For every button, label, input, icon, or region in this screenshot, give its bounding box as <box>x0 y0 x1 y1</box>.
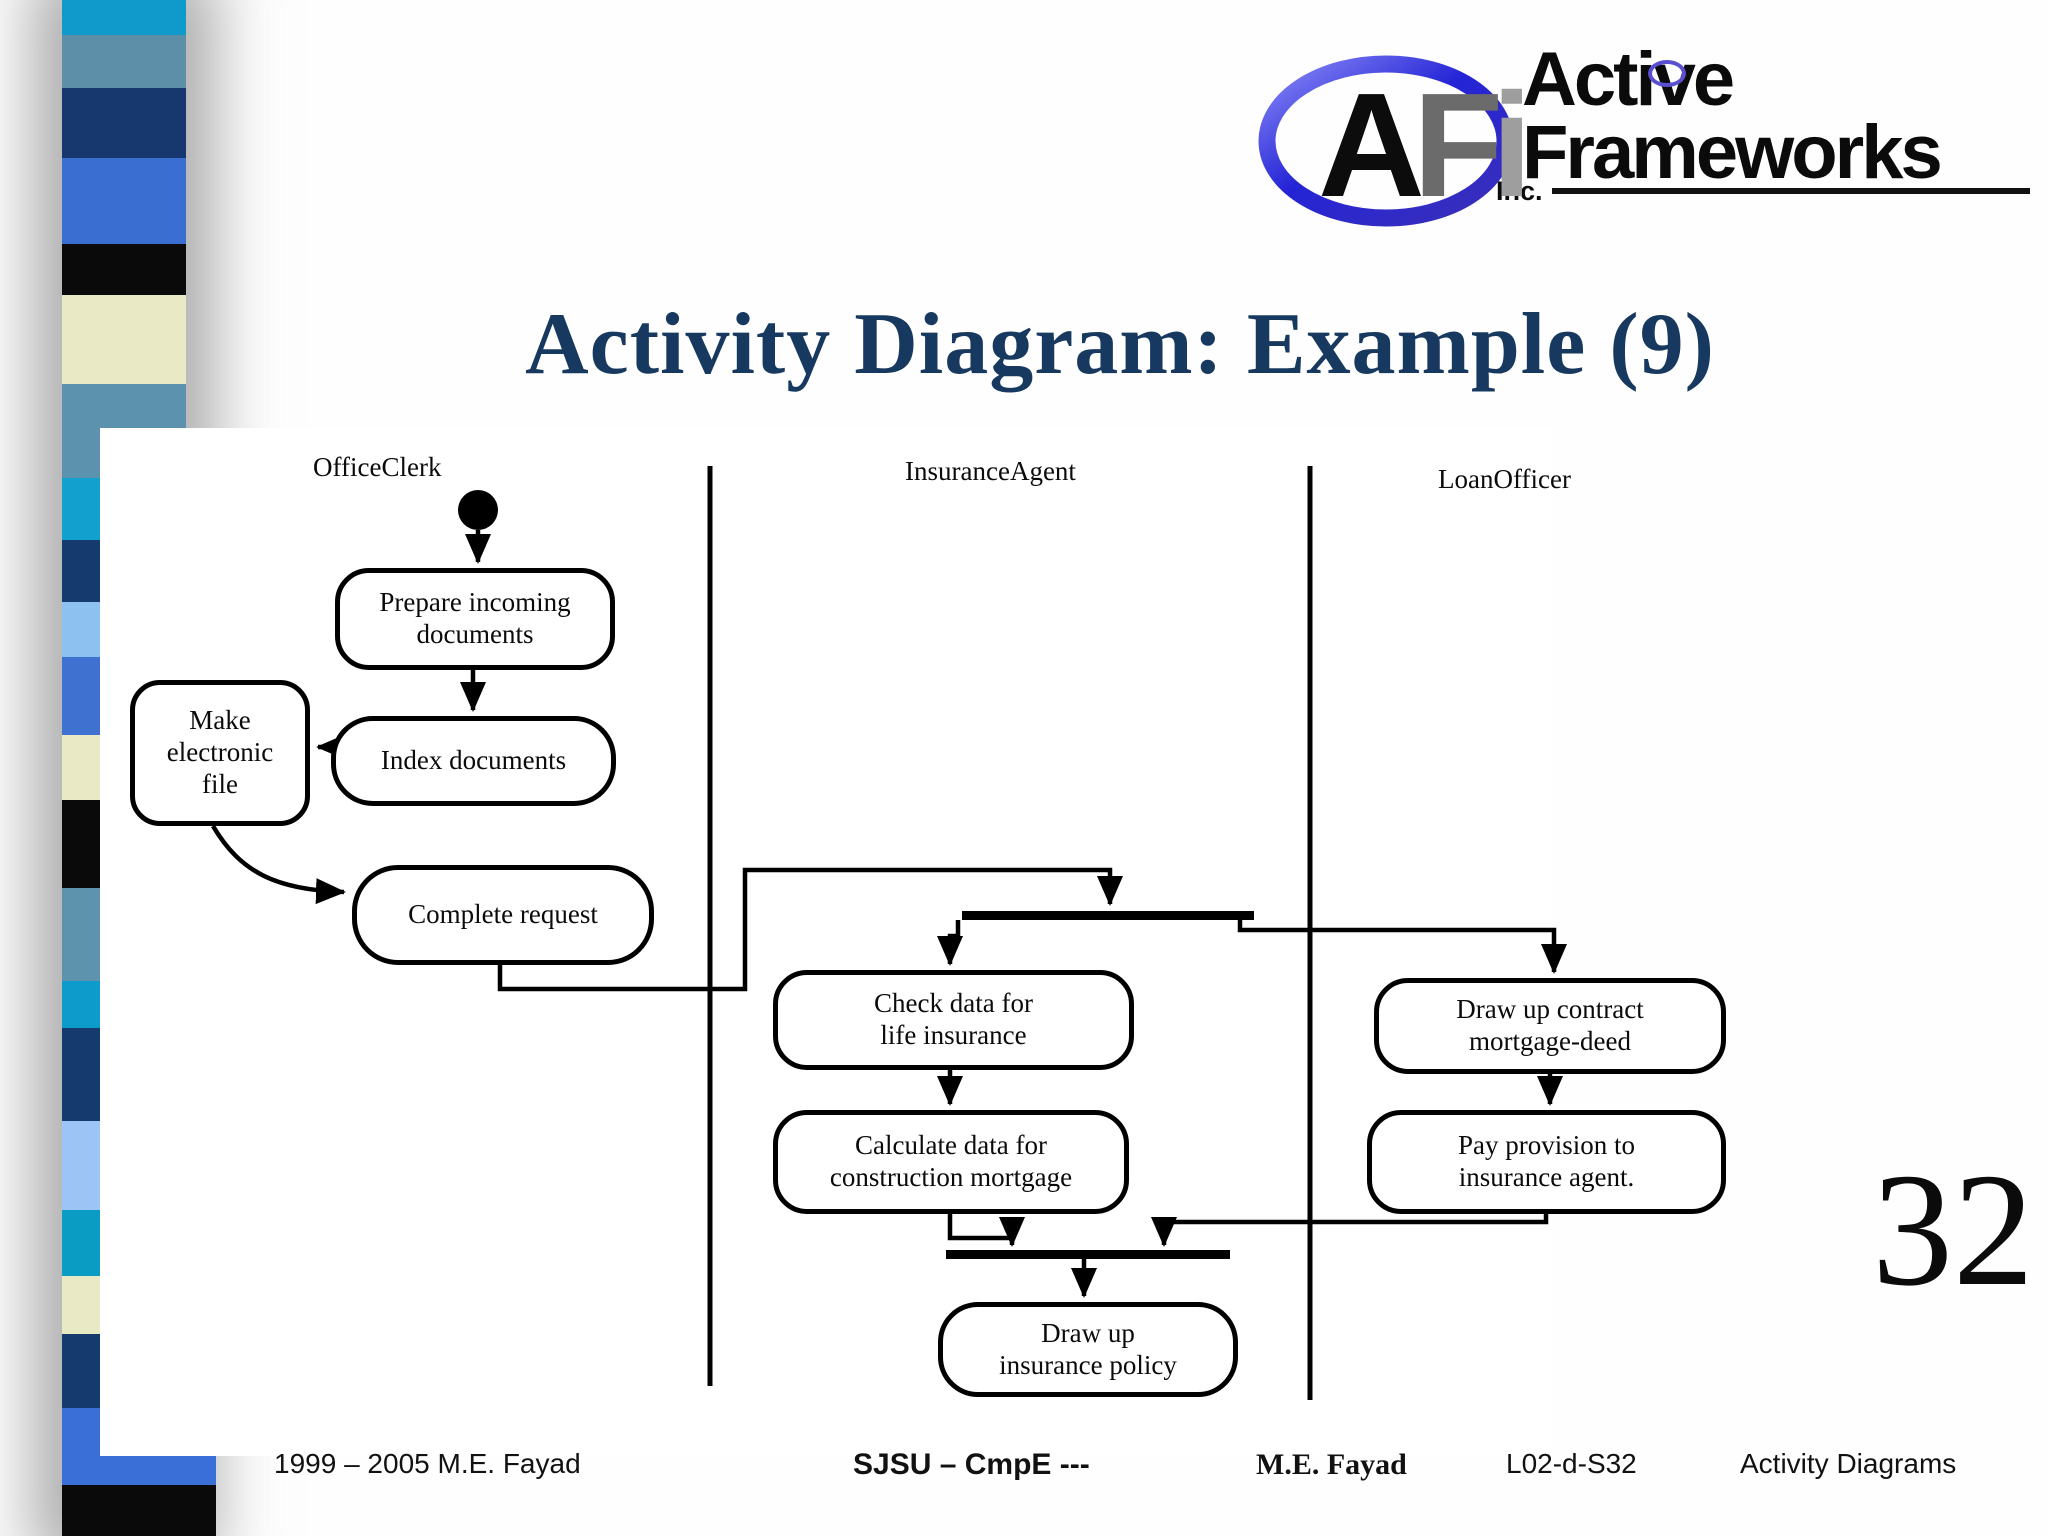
page-title: Activity Diagram: Example (9) <box>525 296 1715 393</box>
activity-text: Check data for <box>874 988 1033 1019</box>
activity-text: file <box>202 768 238 799</box>
activity-complete-request: Complete request <box>352 865 654 965</box>
activity-calculate-data-construction-mortgage: Calculate data for construction mortgage <box>773 1110 1129 1214</box>
strip-segment <box>62 35 186 88</box>
activity-text: Make <box>189 705 251 736</box>
activity-text: Prepare incoming <box>379 587 571 618</box>
activity-text: mortgage-deed <box>1469 1026 1631 1056</box>
lane-label-insuranceagent: InsuranceAgent <box>905 456 1076 486</box>
strip-segment <box>62 1485 216 1536</box>
activity-pay-provision-to-insurance-agent: Pay provision to insurance agent. <box>1367 1110 1726 1214</box>
strip-segment <box>62 244 186 295</box>
footer-topic: Activity Diagrams <box>1740 1448 1957 1479</box>
page-number: 32 <box>1872 1141 2034 1320</box>
activity-text: Draw up <box>1041 1317 1135 1348</box>
activity-text: electronic <box>166 737 274 768</box>
logo-name: Active Frameworks <box>1522 37 1943 195</box>
join-bar <box>946 1250 1230 1259</box>
activity-index-documents: Index documents <box>331 716 616 806</box>
activity-draw-up-insurance-policy: Draw up insurance policy <box>938 1302 1238 1397</box>
logo-letter-a: A <box>1318 63 1425 228</box>
logo-monogram: AFi <box>1318 72 1532 220</box>
logo-name-line2: Frameworks <box>1522 109 1943 195</box>
logo-inc-label: Inc. <box>1496 176 1543 206</box>
activity-draw-up-contract-mortgage-deed: Draw up contract mortgage-deed <box>1374 978 1726 1074</box>
edge-complete-to-fork <box>497 867 1123 992</box>
footer-slide-id: L02-d-S32 <box>1506 1448 1637 1479</box>
logo-name-line1: Active <box>1522 37 1735 122</box>
edge-calculate-to-join <box>947 1214 1025 1247</box>
activity-text: Calculate data for <box>855 1130 1047 1161</box>
footer-copyright: 1999 – 2005 M.E. Fayad <box>274 1448 581 1479</box>
activity-text: Draw up contract <box>1456 994 1644 1025</box>
footer-course: SJSU – CmpE --- <box>853 1448 1090 1481</box>
strip-segment <box>62 0 186 35</box>
strip-segment <box>62 158 186 244</box>
lane-label-officeclerk: OfficeClerk <box>313 452 442 482</box>
activity-check-data-life-insurance: Check data for life insurance <box>773 970 1134 1070</box>
logo-letter-i: i <box>1491 63 1532 228</box>
logo-halo-icon <box>1648 60 1686 87</box>
edge-pay-to-join <box>1151 1214 1549 1247</box>
activity-prepare-incoming-documents: Prepare incoming documents <box>335 568 615 670</box>
activity-text: documents <box>416 619 534 649</box>
edge-fork-to-check <box>937 920 963 966</box>
initial-node <box>458 490 498 530</box>
activity-text: construction mortgage <box>829 1162 1073 1192</box>
logo-letter-f: F <box>1412 63 1503 228</box>
activity-text: life insurance <box>880 1020 1027 1050</box>
logo-underline <box>1552 188 2030 194</box>
footer-author: M.E. Fayad <box>1256 1448 1407 1481</box>
logo-ring-icon <box>1258 55 1514 227</box>
activity-text: Index documents <box>380 745 567 776</box>
activity-make-electronic-file: Make electronic file <box>130 680 310 826</box>
lane-label-loanofficer: LoanOfficer <box>1438 464 1571 494</box>
edge-fork-to-contract <box>1237 920 1567 974</box>
activity-text: Complete request <box>408 899 598 930</box>
edge-make-to-complete <box>211 824 346 905</box>
strip-segment <box>62 295 186 384</box>
strip-segment <box>62 88 186 158</box>
fork-bar <box>962 911 1254 920</box>
activity-text: insurance agent. <box>1458 1162 1635 1192</box>
activity-text: Pay provision to <box>1457 1130 1635 1161</box>
activity-text: insurance policy <box>999 1349 1177 1380</box>
